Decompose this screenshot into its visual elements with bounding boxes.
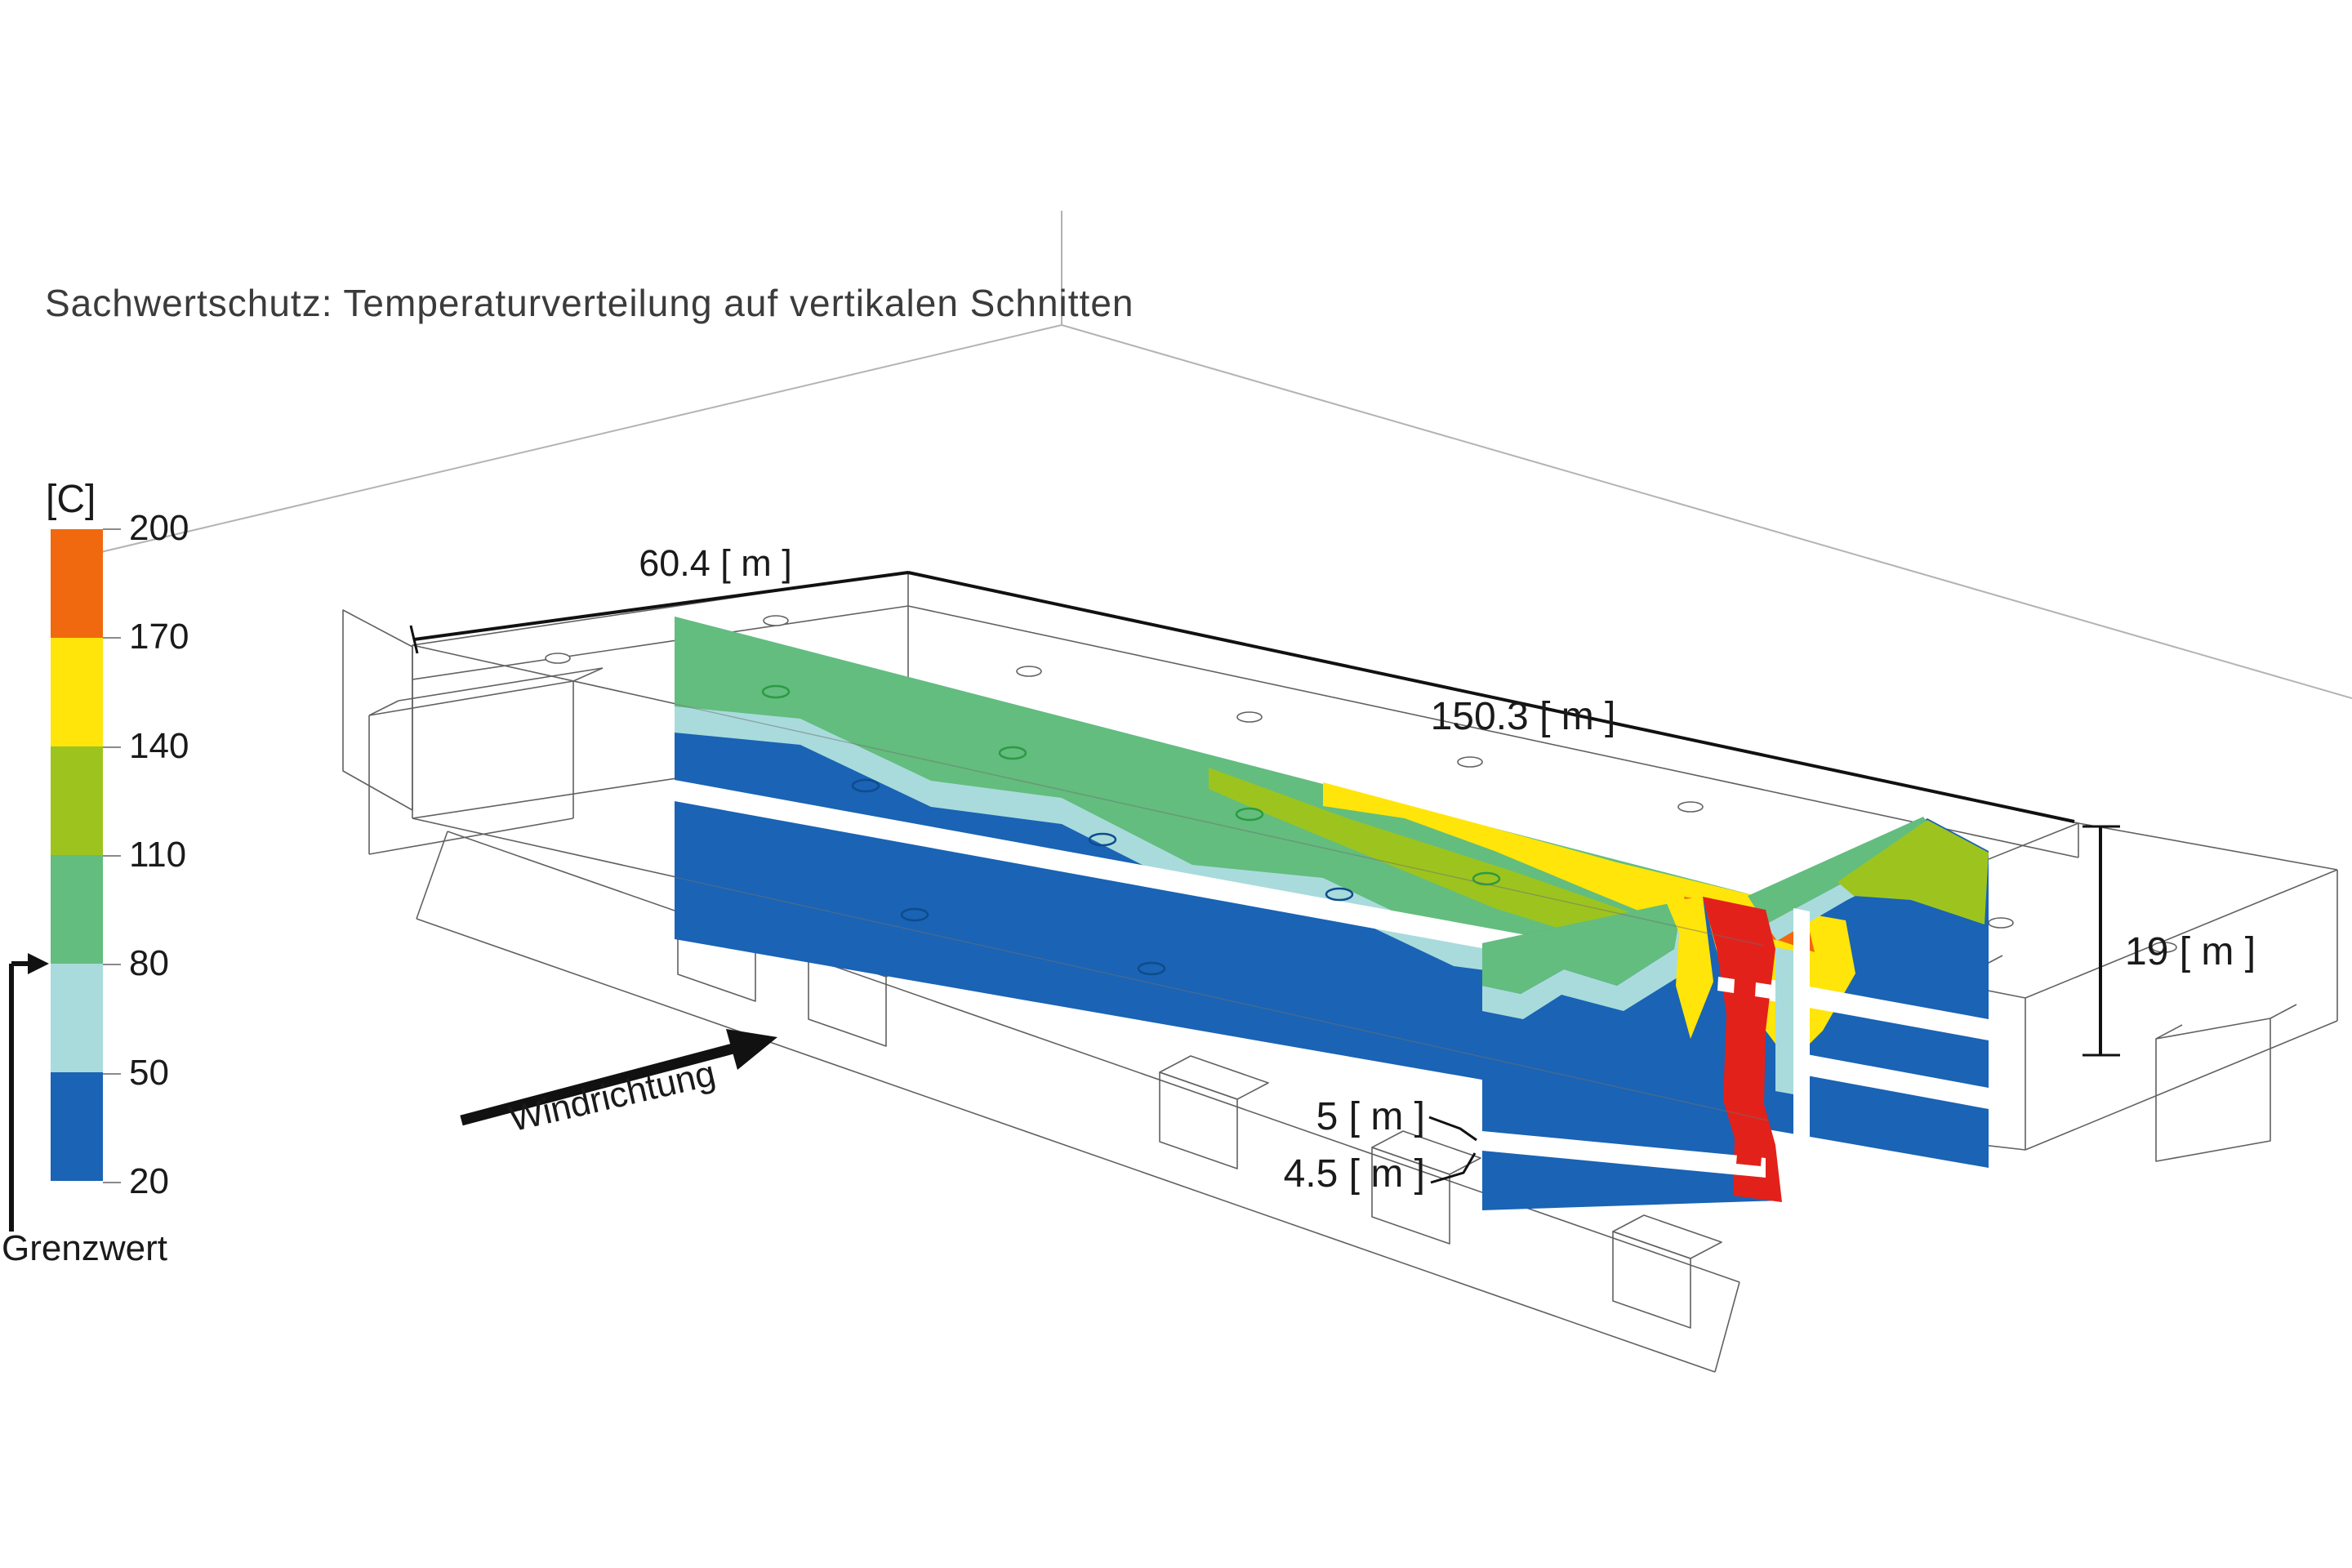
threshold-arrow-icon bbox=[9, 953, 49, 1232]
wind-arrow-icon bbox=[460, 1029, 777, 1126]
dimension-level-upper-label: 5 [ m ] bbox=[1316, 1095, 1425, 1138]
wall-gap-white bbox=[1793, 908, 1810, 1143]
legend-tick-110: 110 bbox=[129, 835, 187, 875]
dimension-level-lower-label: 4.5 [ m ] bbox=[1283, 1152, 1425, 1196]
dimension-width-label: 60.4 [ m ] bbox=[639, 542, 792, 584]
leader-4-5m bbox=[1430, 1152, 1477, 1184]
dim-line-width bbox=[413, 571, 909, 641]
plume-side-teal bbox=[1775, 947, 1793, 1094]
long-slab-gap-2 bbox=[1780, 1049, 1989, 1109]
dimension-length-label: 150.3 [ m ] bbox=[1430, 695, 1616, 738]
trans-slab-gap bbox=[1482, 1131, 1766, 1178]
trans-teal-band bbox=[1482, 898, 1695, 1019]
legend-tick-20: 20 bbox=[129, 1161, 169, 1201]
dimension-height-label: 19 [ m ] bbox=[2125, 930, 2256, 973]
green-contour-islands bbox=[761, 684, 1501, 886]
domain-corner-lines bbox=[93, 211, 2352, 699]
legend-tick-140: 140 bbox=[129, 726, 189, 766]
colorbar bbox=[51, 529, 103, 1181]
colorbar-band-80-50 bbox=[51, 964, 103, 1072]
legend-unit-label: [C] bbox=[46, 478, 96, 521]
threshold-label: Grenzwert bbox=[2, 1228, 167, 1268]
trans-green-band bbox=[1482, 900, 1682, 994]
colorbar-band-110-80 bbox=[51, 855, 103, 964]
fire-plume bbox=[1482, 897, 1782, 1202]
leader-5m bbox=[1428, 1116, 1477, 1142]
temperature-sections bbox=[674, 617, 1989, 1210]
legend-tick-80: 80 bbox=[129, 943, 169, 983]
colorbar-ticks bbox=[103, 528, 121, 1183]
blue-contour-islands bbox=[851, 778, 1354, 976]
wireframe-overlay-lines bbox=[674, 703, 1769, 1121]
page-title: Sachwertschutz: Temperaturverteilung auf… bbox=[45, 282, 1134, 324]
dim-line-length bbox=[907, 571, 2075, 823]
section-transverse bbox=[1482, 897, 1793, 1210]
colorbar-band-50-20 bbox=[51, 1072, 103, 1181]
colorbar-band-170-140 bbox=[51, 638, 103, 746]
long-yellowgreen-wedge bbox=[1209, 768, 1690, 993]
transverse-back-green bbox=[1748, 817, 1937, 924]
plume-red-column bbox=[1703, 897, 1782, 1202]
legend-tick-50: 50 bbox=[129, 1053, 169, 1093]
rightend-yellowgreen bbox=[1838, 820, 1989, 924]
colorbar-band-200-170 bbox=[51, 529, 103, 638]
roof-vent-icons bbox=[545, 615, 2177, 953]
legend-tick-170: 170 bbox=[129, 617, 189, 657]
dimension-lines bbox=[409, 571, 2120, 1184]
legend-tick-200: 200 bbox=[129, 508, 189, 548]
colorbar-band-140-110 bbox=[51, 746, 103, 855]
